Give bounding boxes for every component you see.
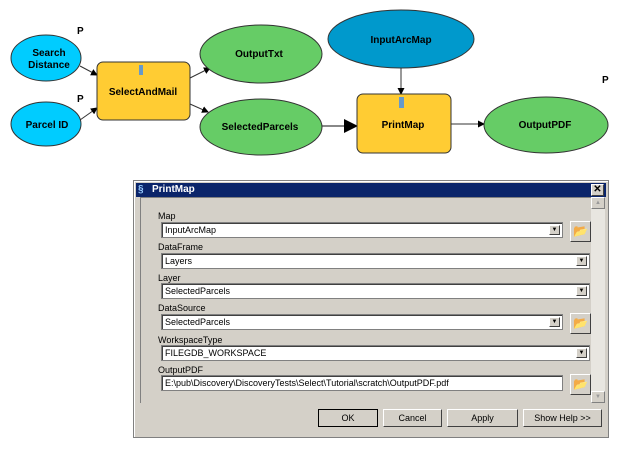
map-combo[interactable]: InputArcMap ▼	[161, 222, 563, 238]
dataframe-label: DataFrame	[158, 242, 204, 252]
parameters-panel: Map InputArcMap ▼ 📂 DataFrame Layers ▼ Lay…	[140, 197, 591, 403]
connector	[79, 65, 98, 76]
dataframe-combo[interactable]: Layers ▼	[161, 253, 590, 269]
label: SelectedParcels	[222, 122, 299, 133]
label: PrintMap	[382, 120, 425, 131]
connector	[79, 107, 98, 121]
dataframe-value: Layers	[165, 256, 193, 266]
ok-button[interactable]: OK	[318, 409, 378, 427]
close-button[interactable]: ✕	[591, 184, 604, 196]
outputpdf-input[interactable]: E:\pub\Discovery\DiscoveryTests\Select\T…	[161, 375, 563, 391]
layer-label: Layer	[158, 273, 181, 283]
chevron-down-icon[interactable]: ▼	[549, 225, 560, 235]
model-diagram: Search Distance Parcel ID SelectAndMail …	[10, 9, 609, 156]
datasource-combo[interactable]: SelectedParcels ▼	[161, 314, 563, 330]
node-output-pdf	[483, 96, 609, 154]
layer-combo[interactable]: SelectedParcels ▼	[161, 283, 590, 299]
node-search-distance	[10, 34, 82, 82]
connector	[189, 103, 209, 113]
show-help-button[interactable]: Show Help >>	[523, 409, 602, 427]
map-label: Map	[158, 211, 176, 221]
label: Distance	[28, 60, 70, 71]
browse-map-button[interactable]: 📂	[570, 221, 591, 242]
parameter-marker: P	[602, 75, 609, 86]
label: SelectAndMail	[109, 87, 178, 98]
chevron-down-icon[interactable]: ▼	[576, 286, 587, 296]
label: InputArcMap	[370, 35, 431, 46]
node-select-and-mail	[96, 61, 191, 121]
parameter-marker: P	[77, 26, 84, 37]
node-output-txt	[199, 24, 323, 84]
scroll-down-button[interactable]: ▼	[591, 391, 605, 403]
parameter-marker: P	[77, 94, 84, 105]
datasource-label: DataSource	[158, 303, 206, 313]
chevron-down-icon[interactable]: ▼	[576, 256, 587, 266]
folder-icon: 📂	[573, 377, 588, 391]
node-print-map	[356, 93, 452, 154]
printmap-dialog: § PrintMap ✕ Map InputArcMap ▼ 📂 DataFram…	[133, 180, 609, 438]
label: OutputPDF	[519, 120, 572, 131]
cancel-button[interactable]: Cancel	[383, 409, 442, 427]
chevron-down-icon[interactable]: ▼	[549, 317, 560, 327]
workspacetype-value: FILEGDB_WORKSPACE	[165, 348, 267, 358]
label: Parcel ID	[26, 120, 69, 131]
connector	[189, 67, 211, 79]
datasource-value: SelectedParcels	[165, 317, 231, 327]
node-parcel-id	[10, 101, 82, 147]
script-icon	[399, 97, 404, 108]
title-bar[interactable]: § PrintMap ✕	[136, 183, 606, 197]
node-selected-parcels	[199, 98, 323, 156]
script-icon	[139, 65, 143, 75]
map-value: InputArcMap	[165, 225, 217, 235]
label: Search	[32, 48, 65, 59]
node-input-arc-map	[327, 9, 475, 69]
apply-button[interactable]: Apply	[447, 409, 518, 427]
outputpdf-label: OutputPDF	[158, 365, 204, 375]
dialog-title: PrintMap	[152, 184, 195, 195]
chevron-down-icon[interactable]: ▼	[576, 348, 587, 358]
workspacetype-label: WorkspaceType	[158, 335, 223, 345]
folder-icon: 📂	[573, 224, 588, 238]
workspacetype-combo[interactable]: FILEGDB_WORKSPACE ▼	[161, 345, 590, 361]
label: OutputTxt	[235, 49, 283, 60]
vertical-scrollbar[interactable]: ▲ ▼	[591, 197, 605, 403]
folder-icon: 📂	[573, 316, 588, 330]
scroll-up-button[interactable]: ▲	[591, 197, 605, 209]
script-icon: §	[138, 184, 144, 195]
browse-datasource-button[interactable]: 📂	[570, 313, 591, 334]
browse-outputpdf-button[interactable]: 📂	[570, 374, 591, 395]
layer-value: SelectedParcels	[165, 286, 231, 296]
